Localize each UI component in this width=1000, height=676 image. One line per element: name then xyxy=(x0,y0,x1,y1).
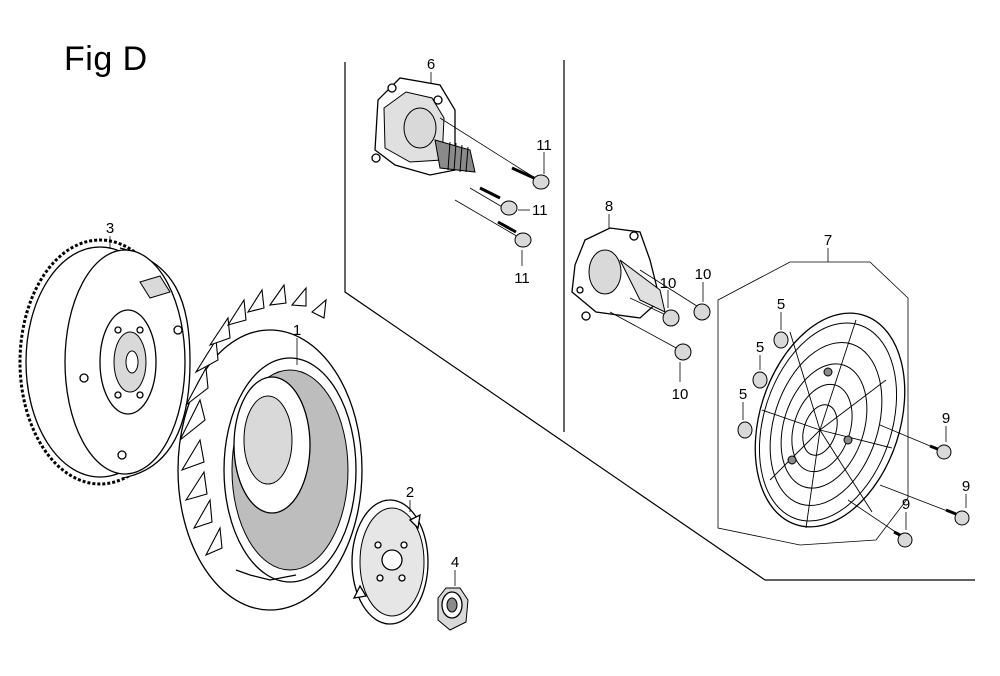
screws-9-group xyxy=(847,424,970,548)
callout-5-top: 5 xyxy=(777,296,785,313)
bracket-part xyxy=(571,227,666,321)
callout-3: 3 xyxy=(106,220,114,237)
callout-1: 1 xyxy=(293,322,301,339)
figure-title: Fig D xyxy=(64,40,148,78)
callout-2: 2 xyxy=(406,484,414,501)
callout-6: 6 xyxy=(427,56,435,73)
callout-10-bottom: 10 xyxy=(672,386,689,403)
callout-9-bottom: 9 xyxy=(902,496,910,513)
fan-cover-grill-part xyxy=(754,312,906,529)
callout-11-top: 11 xyxy=(536,137,552,154)
nuts-5-group xyxy=(737,331,789,439)
callout-10-left: 10 xyxy=(660,275,677,292)
flange-nut-part xyxy=(437,587,469,631)
callout-7: 7 xyxy=(824,232,832,249)
callout-4: 4 xyxy=(451,554,459,571)
callout-8: 8 xyxy=(605,198,613,215)
callout-5-bottom: 5 xyxy=(739,386,747,403)
callout-11-middle: 11 xyxy=(532,202,548,219)
callout-9-top: 9 xyxy=(942,410,950,427)
callout-5-middle: 5 xyxy=(756,339,764,356)
flywheel-part xyxy=(18,238,191,486)
inset-box-outline xyxy=(344,60,975,581)
callout-9-right: 9 xyxy=(962,478,970,495)
bolts-10-group xyxy=(609,269,711,361)
callout-11-bottom: 11 xyxy=(514,270,530,287)
bolts-11-group xyxy=(439,117,550,248)
shaft-housing-part xyxy=(371,77,476,176)
callout-10-right: 10 xyxy=(695,266,712,283)
cooling-fan-part xyxy=(177,283,363,611)
pulley-plate-part xyxy=(351,499,429,625)
fan-cover-outline xyxy=(717,261,909,546)
